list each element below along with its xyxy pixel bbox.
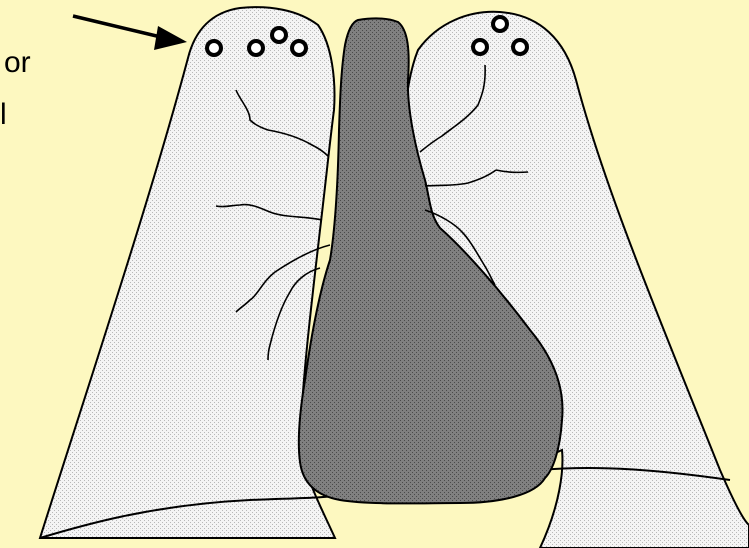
circle-outline-icon [272,28,286,42]
circle-outline-icon [292,41,306,55]
circle-outline-icon [473,40,487,54]
circle-outline-icon [207,41,221,55]
arrow-right-icon [73,16,187,50]
left-lung [40,7,335,538]
circle-outline-icon [513,40,527,54]
circle-outline-icon [249,41,263,55]
circle-outline-icon [493,17,507,31]
